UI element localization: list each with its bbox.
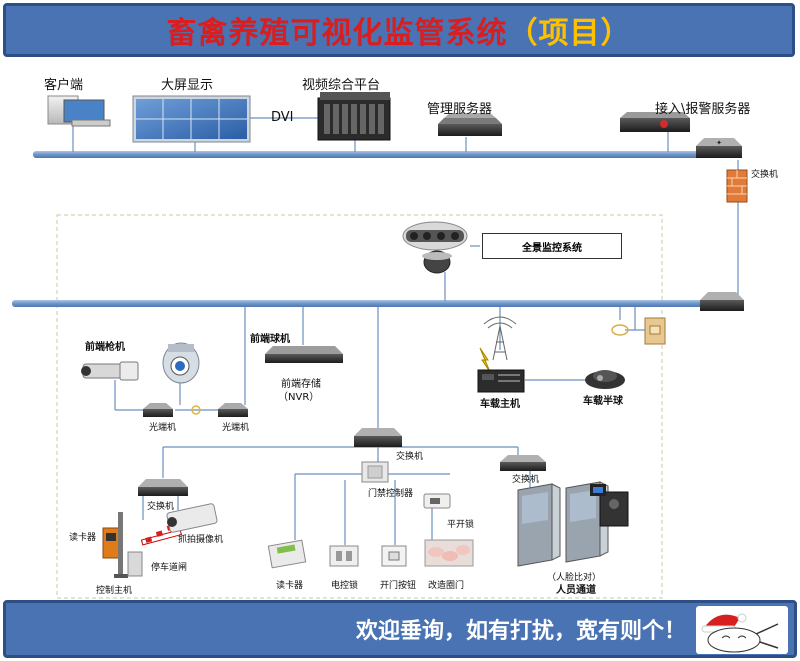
control-host-label: 控制主机 bbox=[96, 586, 133, 596]
top-backbone bbox=[33, 151, 723, 158]
santa-hat-mascot-icon bbox=[701, 613, 779, 653]
open-button-icon bbox=[381, 545, 407, 567]
snapshot-camera-label: 抓拍摄像机 bbox=[178, 535, 224, 545]
dashed-region bbox=[56, 214, 663, 599]
front-dome-camera-icon bbox=[162, 342, 200, 384]
video-platform-label: 视频综合平台 bbox=[302, 78, 381, 93]
left-switch-icon bbox=[138, 479, 188, 496]
gate-door-icon bbox=[424, 539, 474, 567]
right-switch-label: 交换机 bbox=[512, 475, 540, 485]
parking-gate-label: 停车道闸 bbox=[151, 563, 188, 573]
card-reader-left-label: 读卡器 bbox=[69, 533, 97, 543]
management-server-icon bbox=[438, 113, 502, 136]
title-main: 畜禽养殖可视化监管系统 bbox=[166, 16, 508, 51]
parking-gate-icon bbox=[127, 524, 183, 577]
door-controller-icon bbox=[361, 461, 389, 483]
electric-lock-label: 电控锁 bbox=[331, 581, 359, 591]
vehicle-host-label: 车载主机 bbox=[480, 399, 520, 410]
gun-camera-label: 前端枪机 bbox=[85, 342, 125, 353]
optic2-label: 光端机 bbox=[222, 423, 250, 433]
top-switch-label: 交换机 bbox=[751, 170, 779, 180]
dvi-label: DVI bbox=[271, 110, 294, 125]
right-switch-icon bbox=[500, 455, 546, 471]
pedestrian-gate-icon bbox=[517, 481, 629, 567]
nvr-sub-label: （NVR） bbox=[278, 392, 320, 403]
vehicle-dome-icon bbox=[585, 370, 625, 389]
alarm-server-icon bbox=[620, 112, 690, 132]
fiber-terminal-icon bbox=[611, 317, 666, 345]
center-switch-label: 交换机 bbox=[396, 452, 424, 462]
control-host-icon bbox=[114, 512, 128, 578]
mgmt-server-label: 管理服务器 bbox=[427, 102, 493, 117]
card-reader-label: 读卡器 bbox=[276, 581, 304, 591]
gun-camera-icon bbox=[81, 361, 139, 381]
panorama-label: 全景监控系统 bbox=[482, 233, 622, 259]
door-controller-label: 门禁控制器 bbox=[368, 489, 414, 499]
pedestrian-label: 人员通道 bbox=[556, 585, 596, 596]
middle-switch-icon bbox=[700, 292, 744, 311]
connection-lines bbox=[72, 117, 739, 545]
mascot-image bbox=[696, 606, 788, 654]
open-button-label: 开门按钮 bbox=[380, 581, 417, 591]
gate-door-label: 改造圈门 bbox=[428, 581, 465, 591]
fiber-coil-icon bbox=[191, 405, 201, 415]
optic1-label: 光端机 bbox=[149, 423, 177, 433]
dome-camera-label: 前端球机 bbox=[250, 334, 290, 345]
center-switch-icon bbox=[354, 428, 402, 447]
top-switch-icon: ✦ bbox=[696, 138, 742, 158]
svg-text:✦: ✦ bbox=[716, 139, 722, 147]
face-compare-label: （人脸比对） bbox=[547, 573, 602, 583]
footer-text: 欢迎垂询，如有打扰，宽有则个！ bbox=[355, 618, 686, 644]
left-switch-label: 交换机 bbox=[147, 502, 175, 512]
panoramic-camera-icon bbox=[402, 221, 468, 274]
nvr-label: 前端存储 bbox=[281, 379, 321, 390]
snapshot-camera-icon bbox=[166, 503, 218, 533]
client-label: 客户端 bbox=[44, 78, 84, 93]
vehicle-dome-label: 车载半球 bbox=[583, 396, 623, 407]
flat-lock-label: 平开锁 bbox=[447, 520, 475, 530]
electric-lock-icon bbox=[329, 545, 359, 567]
antenna-tower-icon bbox=[483, 316, 517, 361]
alarm-server-label: 接入\报警服务器 bbox=[655, 102, 751, 117]
optical-converter-2-icon bbox=[218, 403, 248, 417]
client-pc-icon bbox=[47, 95, 111, 127]
vehicle-host-icon bbox=[477, 369, 525, 393]
firewall-icon bbox=[726, 169, 748, 203]
big-screen-label: 大屏显示 bbox=[161, 78, 214, 93]
video-wall-icon bbox=[132, 95, 251, 143]
title-paren: （项目） bbox=[507, 16, 632, 51]
card-reader-left-icon bbox=[102, 527, 120, 559]
lightning-icon bbox=[479, 347, 491, 373]
flat-lock-icon bbox=[423, 493, 451, 509]
card-reader-icon bbox=[267, 539, 307, 569]
title-bar: 畜禽养殖可视化监管系统（项目） bbox=[3, 3, 795, 57]
footer-bar: 欢迎垂询，如有打扰，宽有则个！ bbox=[3, 600, 797, 658]
video-platform-icon bbox=[317, 92, 391, 141]
nvr-icon bbox=[265, 346, 343, 363]
optical-converter-1-icon bbox=[143, 403, 173, 417]
middle-backbone bbox=[12, 300, 732, 307]
